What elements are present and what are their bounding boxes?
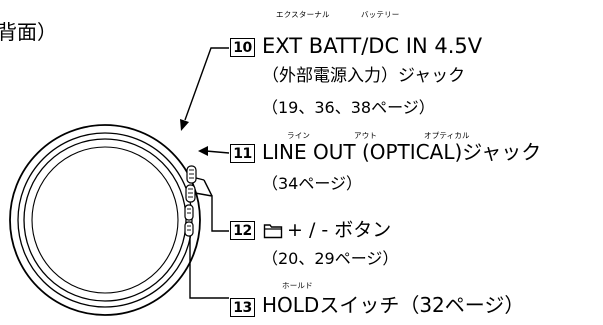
arrow-10 (180, 119, 189, 131)
leader-12b (195, 177, 205, 181)
callout-number-11: 11 (230, 144, 255, 163)
callout-pages-folder-buttons: （20、29ページ） (262, 249, 399, 268)
ruby-out: アウト (354, 131, 378, 140)
ruby-line: ライン (287, 131, 311, 140)
leader-12 (194, 192, 229, 232)
arrow-11 (198, 146, 208, 156)
callout-number-12: 12 (230, 221, 255, 240)
ruby-hold: ホールド (282, 281, 313, 290)
leader-lines (180, 47, 230, 299)
ruby-batt: バッテリー (361, 10, 400, 19)
section-heading: 背面） (0, 20, 57, 44)
callout-desc-ext-batt: （外部電源入力）ジャック (262, 66, 466, 86)
callout-title-folder-buttons: + / - ボタン (287, 219, 392, 241)
leader-13 (189, 236, 229, 299)
callout-pages-line-out: （34ページ） (262, 174, 363, 193)
callout-number-10: 10 (230, 38, 255, 57)
leader-11 (205, 150, 230, 154)
callout-title-hold: HOLDスイッチ（32ページ） (262, 293, 525, 317)
leader-10 (184, 47, 229, 121)
side-controls (184, 165, 197, 237)
callout-pages-ext-batt: （19、36、38ページ） (262, 98, 435, 117)
folder-icon (263, 222, 283, 243)
callout-title-line-out: LINE OUT (OPTICAL)ジャック (262, 140, 542, 164)
ruby-optical: オプティカル (424, 131, 470, 140)
ruby-ext: エクスターナル (276, 10, 330, 19)
callout-number-13: 13 (230, 298, 255, 317)
callout-title-ext-batt: EXT BATT/DC IN 4.5V (262, 34, 483, 58)
device-body (9, 124, 201, 316)
